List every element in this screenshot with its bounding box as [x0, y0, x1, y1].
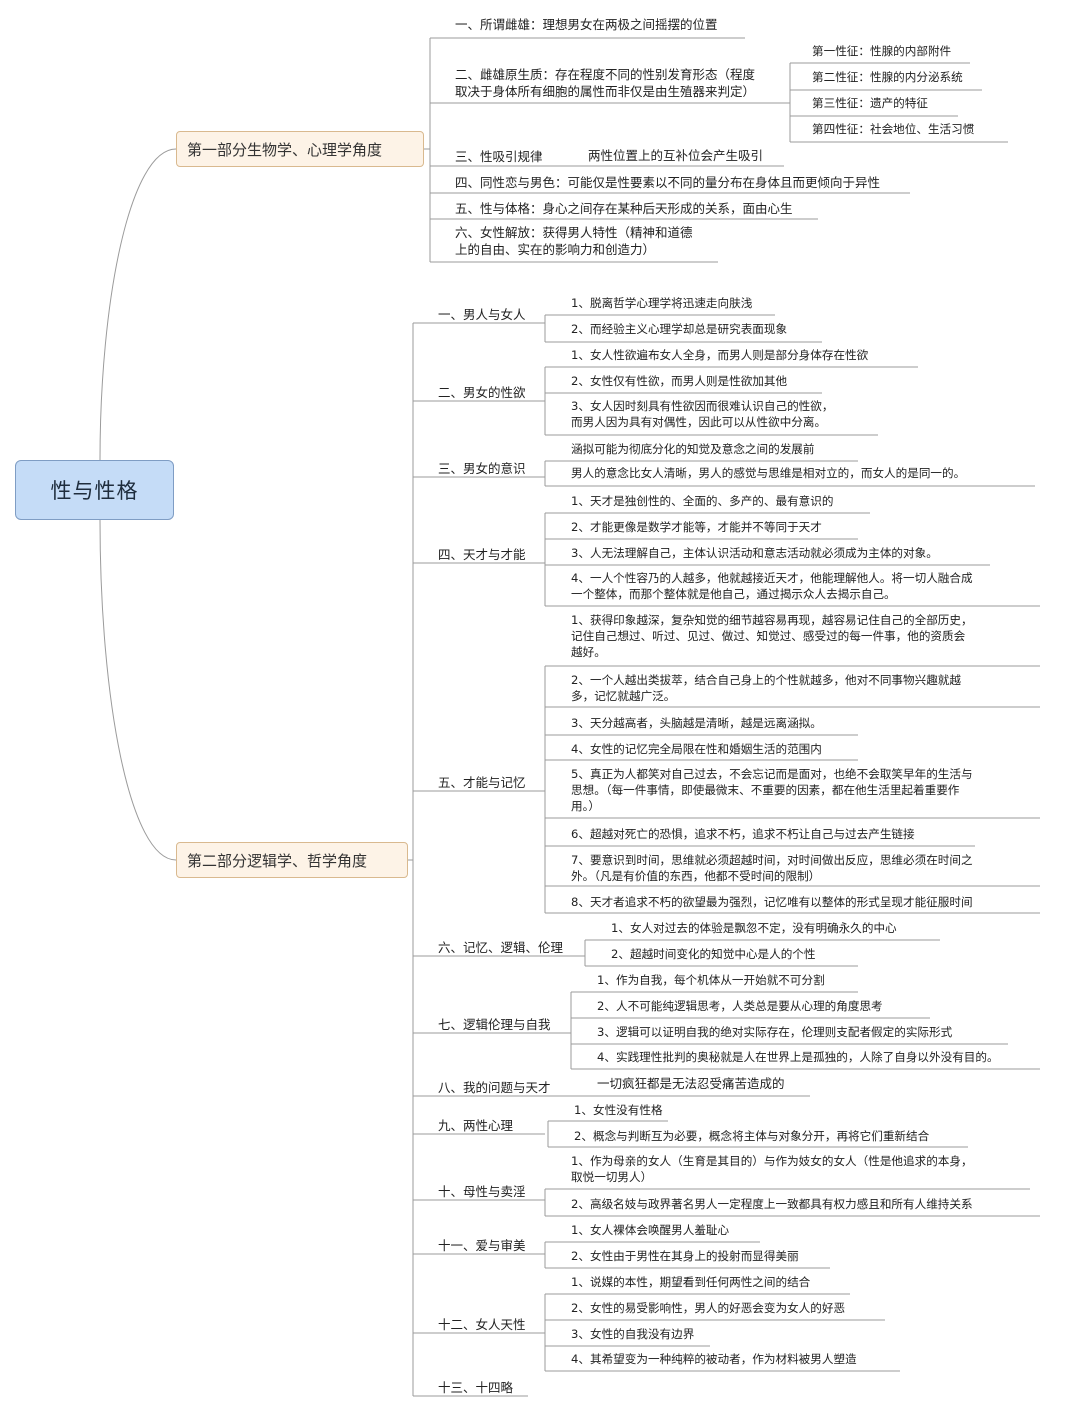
section-topic[interactable]: 五、性与体格：身心之间存在某种后天形成的关系，面由心生	[455, 201, 793, 216]
sub-item[interactable]: 1、获得印象越深，复杂知觉的细节越容易再现，越容易记住自己的全部历史， 记住自己…	[571, 613, 973, 659]
part-topic[interactable]: 第一部分生物学、心理学角度	[176, 131, 424, 167]
section-topic[interactable]: 四、天才与才能	[438, 547, 526, 562]
sub-item[interactable]: 1、天才是独创性的、全面的、多产的、最有意识的	[571, 494, 834, 508]
root-topic[interactable]: 性与性格	[15, 460, 174, 520]
section-topic[interactable]: 二、男女的性欲	[438, 385, 526, 400]
sub-item[interactable]: 8、天才者追求不朽的欲望最为强烈，记忆唯有以整体的形式呈现才能征服时间	[571, 895, 973, 909]
sub-item[interactable]: 3、女性的自我没有边界	[571, 1327, 695, 1341]
sub-item[interactable]: 3、逻辑可以证明自我的绝对实际存在，伦理则支配者假定的实际形式	[597, 1025, 953, 1039]
sub-item[interactable]: 1、作为自我，每个机体从一开始就不可分割	[597, 973, 825, 987]
section-topic[interactable]: 九、两性心理	[438, 1118, 514, 1133]
sub-item[interactable]: 2、女性仅有性欲，而男人则是性欲加其他	[571, 374, 788, 388]
sub-item[interactable]: 2、女性的易受影响性，男人的好恶会变为女人的好恶	[571, 1301, 846, 1315]
section-topic[interactable]: 三、男女的意识	[438, 461, 526, 476]
sub-item[interactable]: 1、女人性欲遍布女人全身，而男人则是部分身体存在性欲	[571, 348, 869, 362]
section-topic[interactable]: 十一、爱与审美	[438, 1238, 526, 1253]
sub-item[interactable]: 1、女人对过去的体验是飘忽不定，没有明确永久的中心	[611, 921, 897, 935]
sub-item[interactable]: 2、女性由于男性在其身上的投射而显得美丽	[571, 1249, 799, 1263]
section-topic[interactable]: 一、所谓雌雄：理想男女在两极之间摇摆的位置	[455, 17, 718, 32]
sub-item[interactable]: 2、超越时间变化的知觉中心是人的个性	[611, 947, 816, 961]
sub-item[interactable]: 3、人无法理解自己，主体认识活动和意志活动就必须成为主体的对象。	[571, 546, 938, 560]
sub-item[interactable]: 4、女性的记忆完全局限在性和婚姻生活的范围内	[571, 742, 822, 756]
section-topic[interactable]: 三、性吸引规律	[455, 149, 543, 164]
sub-item[interactable]: 1、作为母亲的女人（生育是其目的）与作为妓女的女人（性是他追求的本身， 取悦一切…	[571, 1154, 973, 1184]
sub-item[interactable]: 第一性征：性腺的内部附件	[812, 44, 952, 58]
sub-item[interactable]: 5、真正为人都笑对自己过去，不会忘记而是面对，也绝不会取笑早年的生活与 思想。（…	[571, 767, 973, 813]
sub-item[interactable]: 1、脱离哲学心理学将迅速走向肤浅	[571, 296, 753, 310]
sub-item[interactable]: 1、女人裸体会唤醒男人羞耻心	[571, 1223, 730, 1237]
sub-item[interactable]: 第三性征：遗产的特征	[812, 96, 928, 110]
section-topic[interactable]: 六、女性解放：获得男人特性（精神和道德 上的自由、实在的影响力和创造力）	[455, 225, 693, 257]
section-topic[interactable]: 一、男人与女人	[438, 307, 526, 322]
sub-item[interactable]: 6、超越对死亡的恐惧，追求不朽，追求不朽让自己与过去产生链接	[571, 827, 915, 841]
section-topic[interactable]: 十三、十四略	[438, 1380, 514, 1395]
sub-item[interactable]: 4、实践理性批判的奥秘就是人在世界上是孤独的，人除了自身以外没有目的。	[597, 1050, 999, 1064]
sub-item[interactable]: 2、而经验主义心理学却总是研究表面现象	[571, 322, 788, 336]
section-topic[interactable]: 七、逻辑伦理与自我	[438, 1017, 551, 1032]
sub-item[interactable]: 第二性征：性腺的内分泌系统	[812, 70, 963, 84]
section-note: 两性位置上的互补位会产生吸引	[588, 148, 764, 163]
part-topic[interactable]: 第二部分逻辑学、哲学角度	[176, 842, 408, 878]
sub-item[interactable]: 7、要意识到时间，思维就必须超越时间，对时间做出反应，思维必须在时间之 外。（凡…	[571, 853, 973, 883]
sub-item[interactable]: 涵拟可能为彻底分化的知觉及意念之间的发展前	[571, 442, 815, 456]
section-topic[interactable]: 四、同性恋与男色：可能仅是性要素以不同的量分布在身体且而更倾向于异性	[455, 175, 881, 190]
section-topic[interactable]: 十二、女人天性	[438, 1317, 526, 1332]
section-note: 一切疯狂都是无法忍受痛苦造成的	[597, 1076, 785, 1091]
sub-item[interactable]: 3、女人因时刻具有性欲因而很难认识自己的性欲， 而男人因为具有对偶性，因此可以从…	[571, 399, 834, 429]
sub-item[interactable]: 第四性征：社会地位、生活习惯	[812, 122, 975, 136]
section-topic[interactable]: 二、雌雄原生质：存在程度不同的性别发育形态（程度 取决于身体所有细胞的属性而非仅…	[455, 67, 756, 99]
section-topic[interactable]: 十、母性与卖淫	[438, 1184, 526, 1199]
sub-item[interactable]: 4、其希望变为一种纯粹的被动者，作为材料被男人塑造	[571, 1352, 857, 1366]
sub-item[interactable]: 1、说媒的本性，期望看到任何两性之间的结合	[571, 1275, 811, 1289]
sub-item[interactable]: 2、人不可能纯逻辑思考，人类总是要从心理的角度思考	[597, 999, 883, 1013]
section-topic[interactable]: 八、我的问题与天才	[438, 1080, 551, 1095]
sub-item[interactable]: 男人的意念比女人清晰，男人的感觉与思维是相对立的，而女人的是同一的。	[571, 466, 966, 480]
sub-item[interactable]: 1、女性没有性格	[574, 1103, 663, 1117]
section-topic[interactable]: 六、记忆、逻辑、伦理	[438, 940, 564, 955]
sub-item[interactable]: 3、天分越高者，头脑越是清晰，越是远离涵拟。	[571, 716, 822, 730]
sub-item[interactable]: 2、一个人越出类拔萃，结合自己身上的个性就越多，他对不同事物兴趣就越 多，记忆就…	[571, 673, 961, 703]
sub-item[interactable]: 2、高级名妓与政界著名男人一定程度上一致都具有权力感且和所有人维持关系	[571, 1197, 973, 1211]
sub-item[interactable]: 4、一人个性容乃的人越多，他就越接近天才，他能理解他人。将一切人融合成 一个整体…	[571, 571, 973, 601]
sub-item[interactable]: 2、概念与判断互为必要，概念将主体与对象分开，再将它们重新结合	[574, 1129, 930, 1143]
section-topic[interactable]: 五、才能与记忆	[438, 775, 526, 790]
sub-item[interactable]: 2、才能更像是数学才能等，才能并不等同于天才	[571, 520, 822, 534]
